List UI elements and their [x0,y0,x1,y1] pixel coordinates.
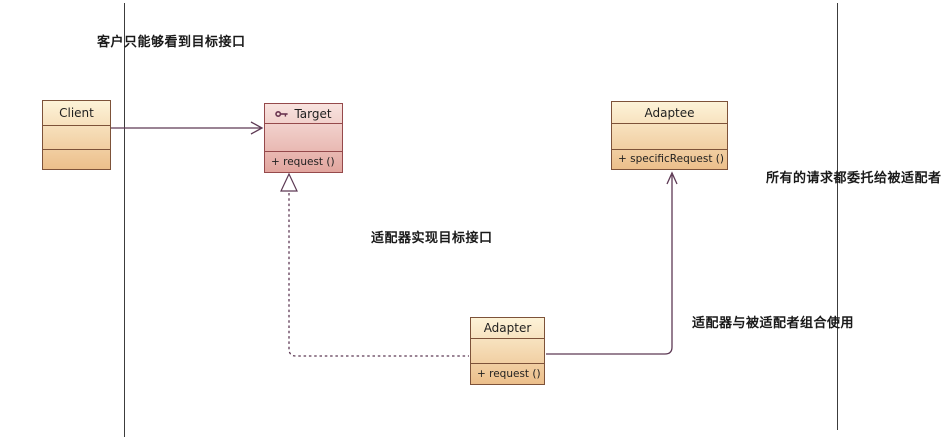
class-adapter-operations: + request () [471,363,544,384]
annotation-client-note: 客户只能够看到目标接口 [97,35,246,50]
class-client-header: Client [43,101,110,125]
class-target-attributes [265,123,342,151]
annotation-delegate-note: 所有的请求都委托给被适配者 [766,171,942,186]
class-adapter-attributes [471,338,544,363]
class-adapter: Adapter + request () [470,317,545,385]
class-adapter-name: Adapter [483,321,532,335]
class-client-attributes [43,125,110,149]
boundary-line-right [837,3,838,430]
realization-triangle-arrowhead [280,172,298,192]
realization-adapter-target [288,193,469,357]
class-adaptee-method: + specificRequest () [618,153,724,166]
class-target-name: Target [294,106,332,121]
class-adaptee-header: Adaptee [612,102,727,123]
class-adapter-method: + request () [477,367,541,380]
association-client-target-arrowhead [250,121,264,135]
annotation-compose-note: 适配器与被适配者组合使用 [692,316,855,331]
class-client-operations [43,149,110,169]
boundary-line-left [124,3,125,437]
class-target-operations: + request () [265,151,342,172]
class-target: Target + request () [264,103,343,173]
class-adaptee: Adaptee + specificRequest () [611,101,728,170]
class-target-header: Target [265,104,342,123]
class-client-name: Client [59,106,94,120]
association-adapter-adaptee-arrowhead [666,171,678,185]
class-adapter-header: Adapter [471,318,544,338]
association-adapter-adaptee [546,175,673,355]
class-target-method: + request () [271,155,335,168]
annotation-realize-note: 适配器实现目标接口 [371,231,493,246]
class-adaptee-name: Adaptee [644,105,695,120]
interface-key-icon [275,110,289,117]
class-client: Client [42,100,111,170]
class-adaptee-operations: + specificRequest () [612,149,727,169]
class-adaptee-attributes [612,123,727,149]
